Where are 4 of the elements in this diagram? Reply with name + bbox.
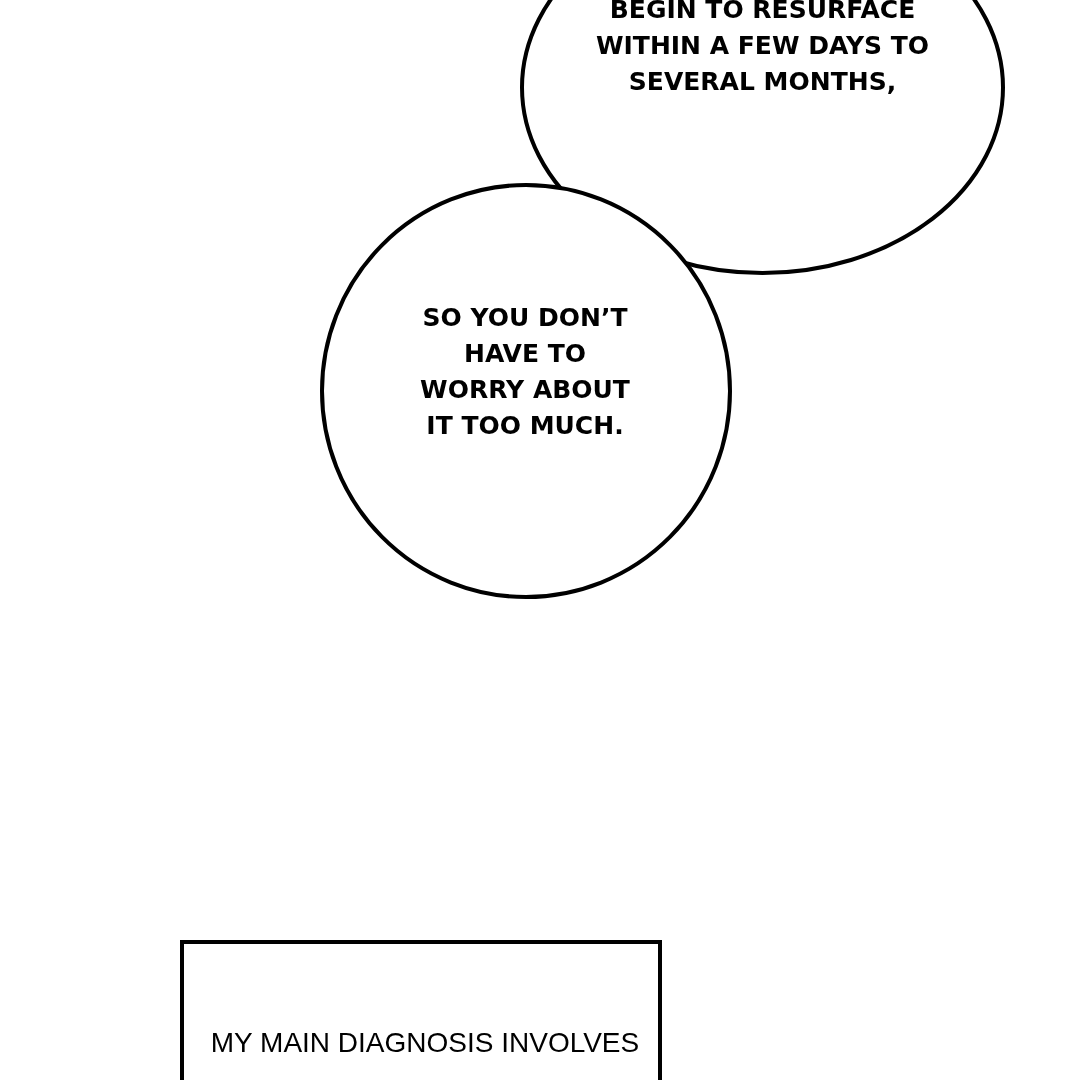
dialogue-text: SO YOU DON’T HAVE TO WORRY ABOUT IT TOO MUCH. <box>419 302 631 442</box>
caption-box <box>180 940 662 1080</box>
dialogue-text: BEGIN TO RESURFACE WITHIN A FEW DAYS TO SEVERAL MONTHS, <box>594 0 931 98</box>
caption-text: MY MAIN DIAGNOSIS INVOLVES <box>209 1026 641 1060</box>
